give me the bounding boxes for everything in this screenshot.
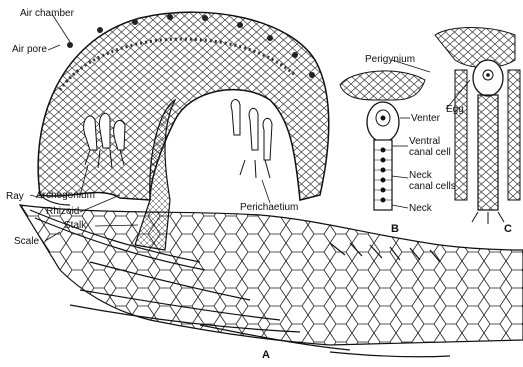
label-ray: Ray (6, 191, 24, 202)
panel-label-a: A (262, 350, 270, 361)
panel-label-b: B (391, 224, 399, 235)
archegonia-right (231, 100, 272, 178)
label-ventral-line1: Ventral (409, 136, 451, 147)
label-perichaetium: Perichaetium (240, 202, 298, 213)
label-neck: Neck (409, 203, 432, 214)
label-air-pore: Air pore (12, 44, 47, 55)
label-perigynium: Perigynium (365, 54, 415, 65)
label-egg: Egg (446, 104, 464, 115)
label-archegonium: Archegonium (36, 190, 95, 201)
label-scale: Scale (14, 236, 39, 247)
label-neck-canal-cells: Neck canal cells (409, 170, 456, 192)
label-ventral-canal-cell: Ventral canal cell (409, 136, 451, 158)
label-ventral-line2: canal cell (409, 147, 451, 158)
label-air-chamber: Air chamber (20, 8, 74, 19)
receptacle-disc (38, 12, 329, 200)
panel-label-c: C (504, 224, 512, 235)
label-neck-canal-line2: canal cells (409, 181, 456, 192)
label-rhizoid: Rhizoid (46, 206, 79, 217)
figure-c-perigynium (435, 28, 520, 225)
label-venter: Venter (411, 113, 440, 124)
label-stalk: Stalk (64, 220, 86, 231)
label-neck-canal-line1: Neck (409, 170, 456, 181)
